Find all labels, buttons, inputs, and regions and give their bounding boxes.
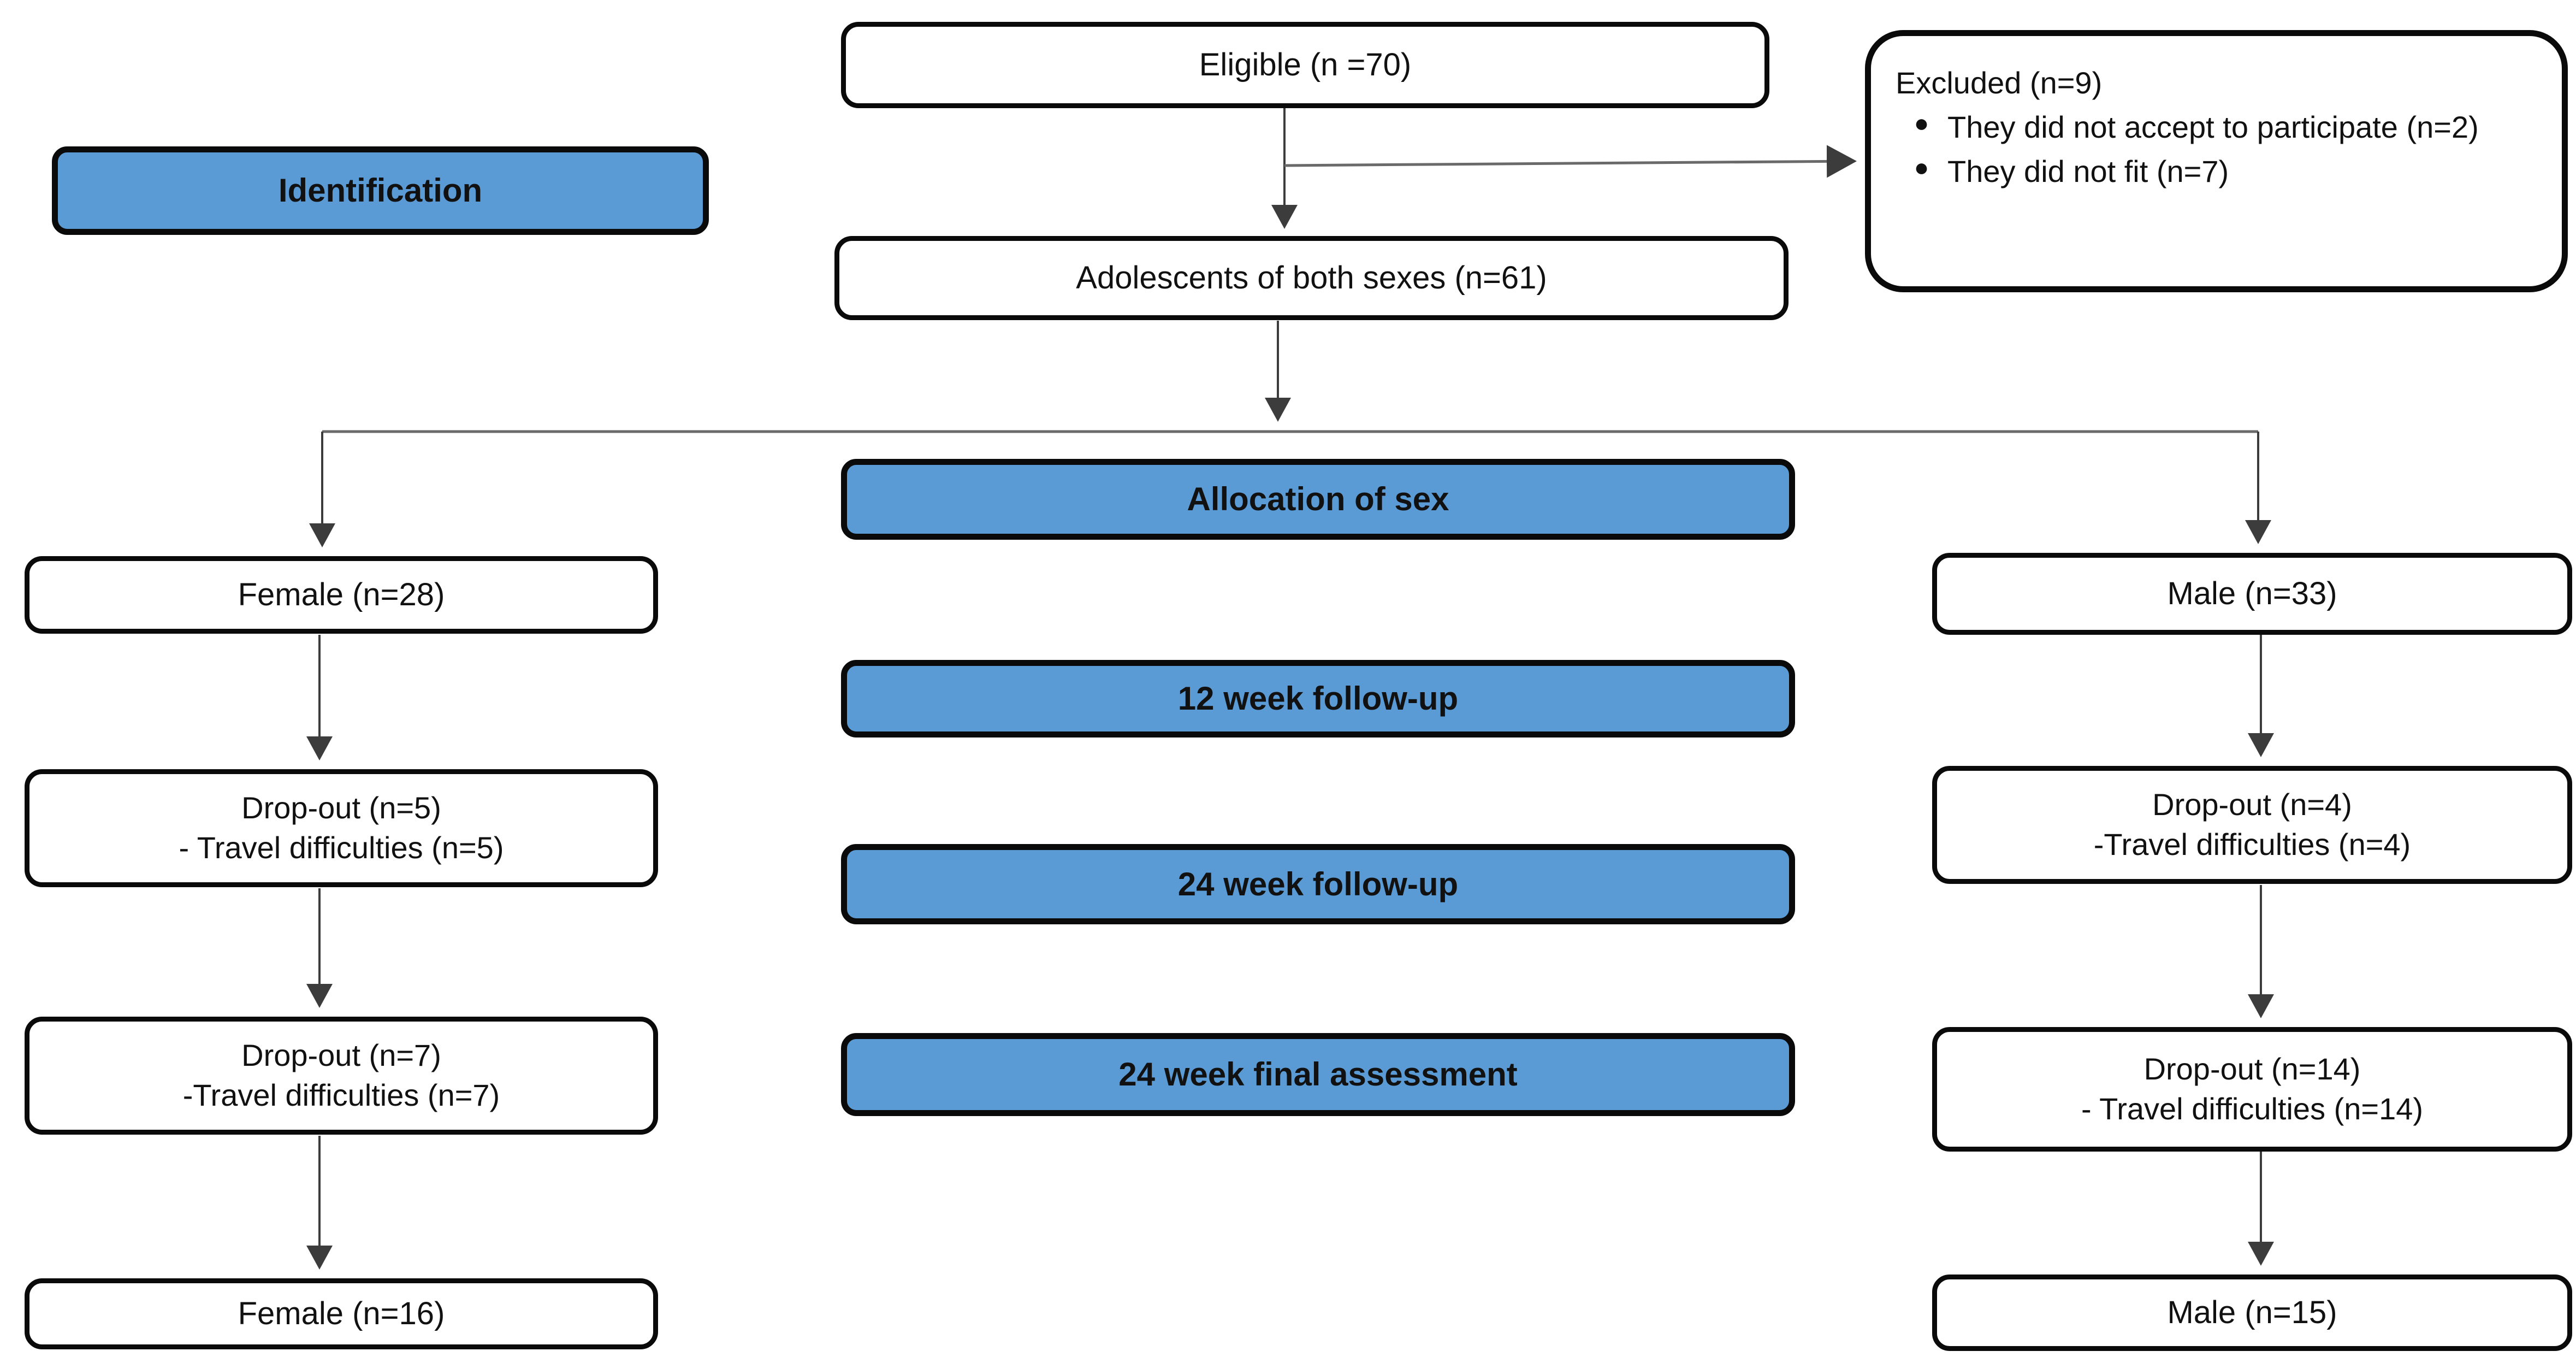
excluded-bullet-1-text: They did not accept to participate (n=2) (1947, 110, 2479, 145)
male-allocated-label: Male (n=33) (2167, 576, 2337, 612)
stage-24-week-label: 24 week follow-up (1177, 865, 1459, 902)
male-dropout-12w-line2: -Travel difficulties (n=4) (2093, 827, 2411, 862)
stage-identification: Identification (52, 146, 709, 235)
male-dropout-24w-box: Drop-out (n=14) - Travel difficulties (n… (1932, 1027, 2572, 1152)
female-dropout-24w-line2: -Travel difficulties (n=7) (182, 1078, 500, 1112)
stage-12-week-label: 12 week follow-up (1177, 680, 1459, 717)
male-dropout-24w-line1: Drop-out (n=14) (2143, 1052, 2361, 1087)
male-final-box: Male (n=15) (1932, 1275, 2572, 1351)
female-allocated-box: Female (n=28) (25, 556, 658, 634)
stage-allocation-label: Allocation of sex (1187, 481, 1449, 517)
stage-allocation: Allocation of sex (841, 459, 1795, 540)
stage-12-week-follow-up: 12 week follow-up (841, 660, 1795, 737)
excluded-title: Excluded (n=9) (1896, 66, 2103, 100)
arrow-to-excluded (1284, 145, 1857, 178)
excluded-bullet-2-text: They did not fit (n=7) (1947, 154, 2229, 189)
female-dropout-12w-line1: Drop-out (n=5) (241, 790, 441, 825)
eligible-box: Eligible (n =70) (841, 22, 1769, 108)
excluded-bullet-1: ● They did not accept to participate (n=… (1896, 105, 2532, 149)
female-dropout-24w-box: Drop-out (n=7) -Travel difficulties (n=7… (25, 1017, 658, 1135)
female-dropout-12w-box: Drop-out (n=5) - Travel difficulties (n=… (25, 769, 658, 887)
female-final-box: Female (n=16) (25, 1278, 658, 1349)
male-allocated-box: Male (n=33) (1932, 553, 2572, 635)
excluded-box: Excluded (n=9) ● They did not accept to … (1865, 30, 2568, 292)
stage-24-week-follow-up: 24 week follow-up (841, 844, 1795, 924)
bullet-icon: ● (1914, 109, 1929, 138)
female-dropout-24w-line1: Drop-out (n=7) (241, 1038, 441, 1073)
adolescents-label: Adolescents of both sexes (n=61) (1076, 260, 1547, 296)
stage-identification-label: Identification (278, 172, 483, 209)
male-dropout-12w-box: Drop-out (n=4) -Travel difficulties (n=4… (1932, 766, 2572, 884)
female-final-label: Female (n=16) (238, 1296, 445, 1332)
eligible-label: Eligible (n =70) (1199, 47, 1412, 83)
adolescents-box: Adolescents of both sexes (n=61) (834, 236, 1789, 320)
bullet-icon: ● (1914, 153, 1929, 182)
male-dropout-24w-line2: - Travel difficulties (n=14) (2081, 1091, 2424, 1126)
female-allocated-label: Female (n=28) (238, 577, 445, 613)
female-dropout-12w-line2: - Travel difficulties (n=5) (179, 830, 504, 865)
stage-24-week-final-assessment: 24 week final assessment (841, 1033, 1795, 1116)
male-dropout-12w-line1: Drop-out (n=4) (2152, 787, 2352, 822)
male-final-label: Male (n=15) (2167, 1295, 2337, 1331)
excluded-bullet-2: ● They did not fit (n=7) (1896, 149, 2532, 193)
stage-24-week-final-label: 24 week final assessment (1118, 1056, 1518, 1093)
